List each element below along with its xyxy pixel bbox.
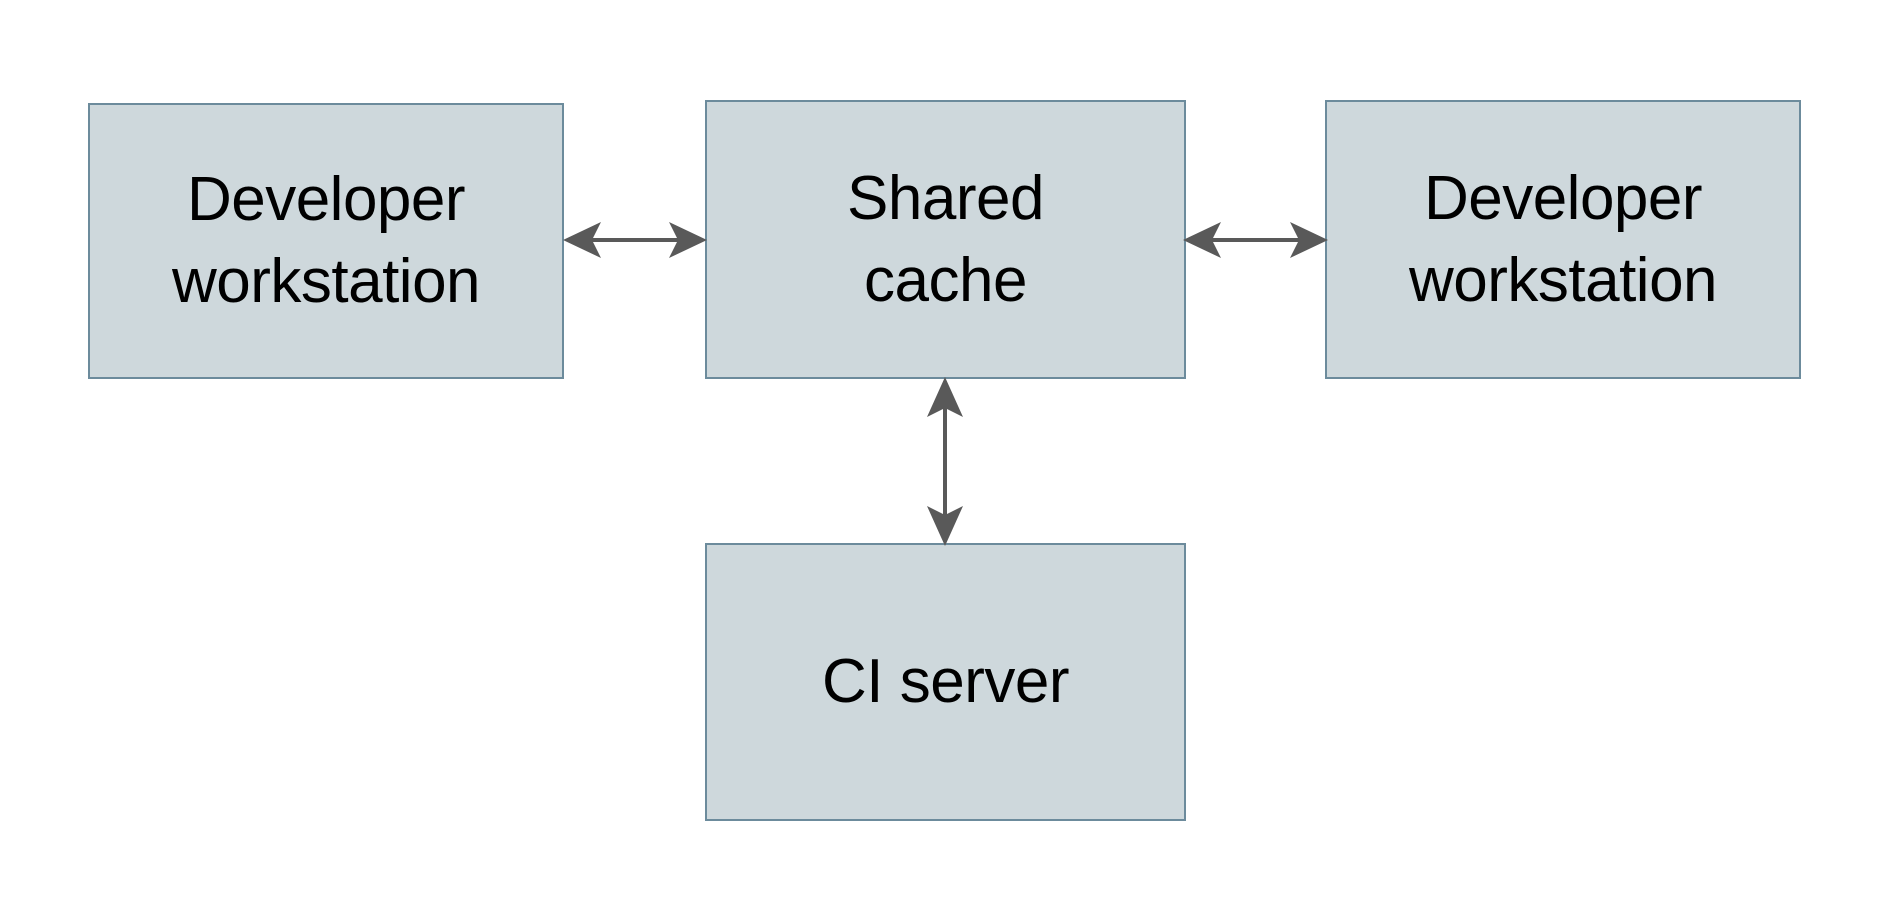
node-shared-cache[interactable]: Shared cache [705,100,1186,379]
node-label: Developer workstation [171,165,481,316]
node-label: CI server [822,647,1069,717]
double-arrow-vertical-icon [927,377,963,546]
node-label: Shared cache [847,163,1044,315]
node-developer-workstation-right[interactable]: Developer workstation [1325,100,1801,379]
double-arrow-horizontal-icon [563,222,707,258]
edge-shared-cache-to-ci-server[interactable] [917,377,973,546]
node-ci-server[interactable]: CI server [705,543,1186,821]
node-label: Developer workstation [1408,163,1718,315]
edge-developer-left-to-shared-cache[interactable] [563,212,707,268]
double-arrow-horizontal-icon [1183,222,1328,258]
edge-shared-cache-to-developer-right[interactable] [1183,212,1328,268]
node-developer-workstation-left[interactable]: Developer workstation [88,103,564,379]
